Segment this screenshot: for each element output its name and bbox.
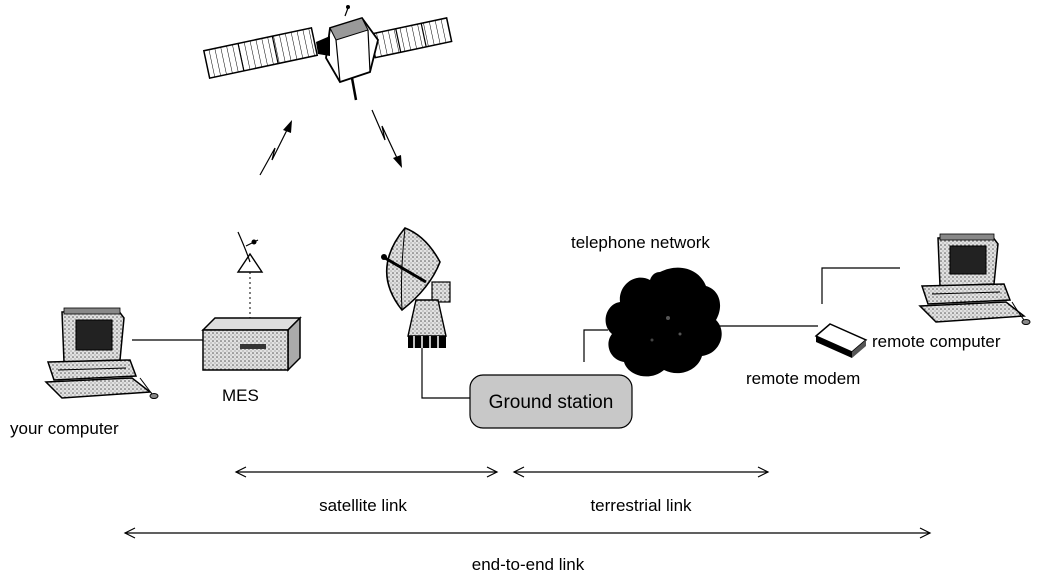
mes-label: MES [222, 386, 259, 405]
modem-remote-link-line [821, 267, 900, 304]
dish-antenna-icon [381, 227, 451, 348]
mes-terminal-icon [201, 316, 302, 372]
satellite-link-label: satellite link [319, 496, 407, 515]
modem-icon [814, 323, 868, 358]
uplink-arrow-icon [259, 120, 292, 176]
your-computer-label: your computer [10, 419, 119, 438]
network-cloud-icon [605, 267, 722, 377]
computer-icon [44, 307, 159, 399]
telephone-network-label: telephone network [571, 233, 710, 252]
satellite-icon [202, 5, 453, 101]
end-to-end-link-label: end-to-end link [472, 555, 585, 574]
ground-network-link-line [583, 329, 608, 362]
dish-ground-link-line [421, 348, 470, 399]
ground-station-label: Ground station [489, 392, 614, 413]
terrestrial-link-label: terrestrial link [590, 496, 692, 515]
remote-computer-icon [918, 233, 1031, 325]
terrestrial-link-arrow [512, 466, 770, 478]
remote-modem-label: remote modem [746, 369, 860, 388]
satellite-link-arrow [234, 466, 499, 478]
small-antenna-icon [236, 231, 264, 318]
ground-station-box: Ground station [469, 374, 633, 429]
remote-computer-label: remote computer [872, 332, 1001, 351]
downlink-arrow-icon [371, 109, 402, 168]
end-to-end-link-arrow [123, 527, 932, 539]
